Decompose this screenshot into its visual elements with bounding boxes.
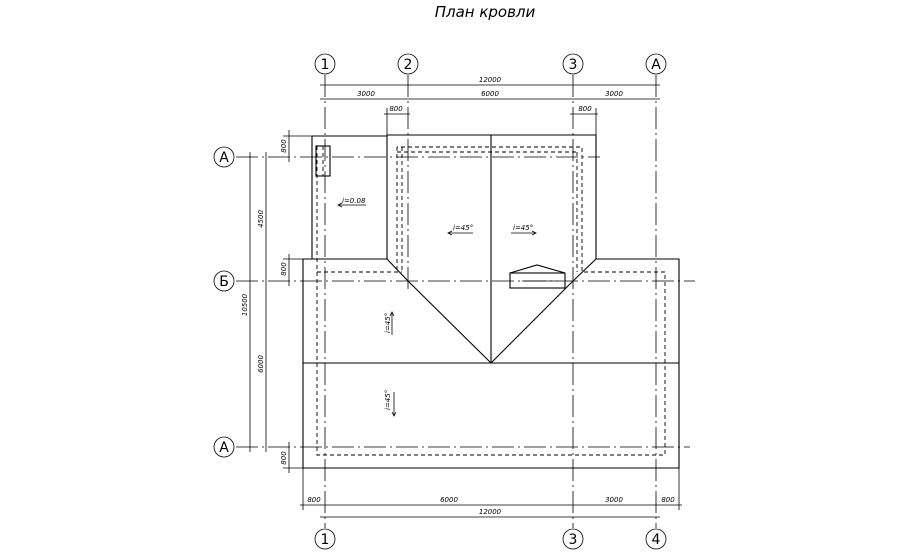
dim-left-span-2: 6000 bbox=[257, 355, 265, 373]
wall-outline bbox=[316, 146, 666, 456]
axis-bubble-bottom-3 bbox=[645, 528, 667, 550]
slope-flat-label: i=0.08 bbox=[342, 197, 366, 205]
slope-ridge-right-arrowhead bbox=[531, 230, 537, 236]
valley-left bbox=[407, 280, 492, 364]
dim-top-span-1: 3000 bbox=[357, 90, 375, 98]
slope-ridge-left-arrowhead bbox=[447, 230, 453, 236]
axis-label-top-2: 2 bbox=[404, 57, 413, 73]
dim-top-overhang-right: 800 bbox=[578, 105, 592, 113]
axis-label-top-3: 3 bbox=[569, 57, 578, 73]
dim-left-overhang-1: 800 bbox=[280, 139, 288, 153]
axis-bubble-bottom-2 bbox=[562, 528, 584, 550]
dim-top-span-2: 6000 bbox=[481, 90, 499, 98]
slope-wing-upper-arrowhead bbox=[389, 311, 395, 317]
dim-top-span-3: 3000 bbox=[605, 90, 623, 98]
dim-bottom-span-3: 3000 bbox=[605, 496, 623, 504]
roof-outline bbox=[302, 134, 680, 469]
valley-right-top bbox=[572, 258, 597, 282]
dim-bottom-span-4: 800 bbox=[661, 496, 675, 504]
dormer-vent-roof bbox=[509, 264, 566, 274]
axis-bubble-left-1 bbox=[213, 146, 235, 168]
slope-ridge-right-label: i=45° bbox=[513, 224, 533, 232]
dim-left-overhang-3: 800 bbox=[280, 451, 288, 465]
axis-label-bottom-2: 3 bbox=[569, 532, 578, 548]
dim-left-overall: 10500 bbox=[241, 293, 249, 316]
drawing-title: План кровли bbox=[435, 3, 536, 21]
dim-bottom-span-1: 800 bbox=[307, 496, 321, 504]
axis-label-bottom-1: 1 bbox=[321, 532, 330, 548]
valley-left-top bbox=[386, 258, 409, 282]
axis-bubble-top-4 bbox=[645, 53, 667, 75]
dim-bottom-overall: 12000 bbox=[479, 508, 502, 516]
slope-flat-arrowhead bbox=[337, 202, 343, 208]
dim-left-overhang-2: 800 bbox=[280, 262, 288, 276]
axis-bubble-left-2 bbox=[213, 270, 235, 292]
axis-label-bottom-3: 4 bbox=[652, 532, 661, 548]
slope-wing-lower-label: i=45° bbox=[384, 390, 392, 410]
axis-bubble-bottom-1 bbox=[314, 528, 336, 550]
axis-bubble-top-1 bbox=[314, 53, 336, 75]
slope-wing-lower-arrowhead bbox=[391, 411, 397, 417]
axis-label-left-2: Б bbox=[219, 274, 229, 290]
axis-bubble-top-3 bbox=[562, 53, 584, 75]
axis-label-left-3: А bbox=[219, 440, 229, 456]
dormer-vent bbox=[509, 272, 566, 289]
dim-left-span-1: 4500 bbox=[257, 210, 265, 228]
slope-ridge-left-label: i=45° bbox=[453, 224, 473, 232]
axis-label-left-1: А bbox=[219, 150, 229, 166]
dim-top-overall: 12000 bbox=[479, 76, 502, 84]
valley-right bbox=[490, 280, 574, 364]
slope-wing-upper-label: i=45° bbox=[384, 313, 392, 333]
axis-label-top-4: А bbox=[651, 57, 661, 73]
axis-bubble-left-3 bbox=[213, 436, 235, 458]
axis-label-top-1: 1 bbox=[321, 57, 330, 73]
dim-bottom-span-2: 6000 bbox=[440, 496, 458, 504]
axis-bubble-top-2 bbox=[397, 53, 419, 75]
dim-top-overhang-left: 800 bbox=[389, 105, 403, 113]
